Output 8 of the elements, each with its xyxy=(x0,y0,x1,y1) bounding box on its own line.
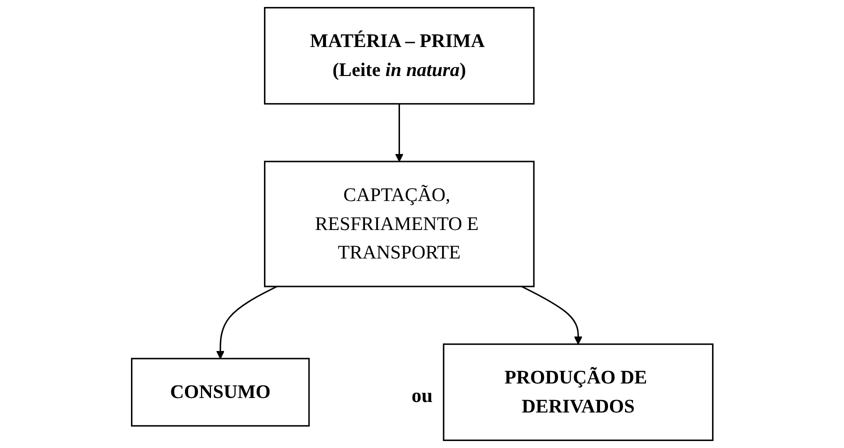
node-box: MATÉRIA – PRIMA (Leite in natura) xyxy=(264,6,534,105)
arrow xyxy=(216,286,277,359)
connector-word: ou xyxy=(411,385,433,408)
node-box: CONSUMO xyxy=(130,358,310,427)
arrow xyxy=(394,104,404,162)
node-box: PRODUÇÃO DE DERIVADOS xyxy=(442,343,714,442)
node-box: CAPTAÇÃO, RESFRIAMENTO E TRANSPORTE xyxy=(264,160,534,288)
arrow xyxy=(521,286,582,345)
